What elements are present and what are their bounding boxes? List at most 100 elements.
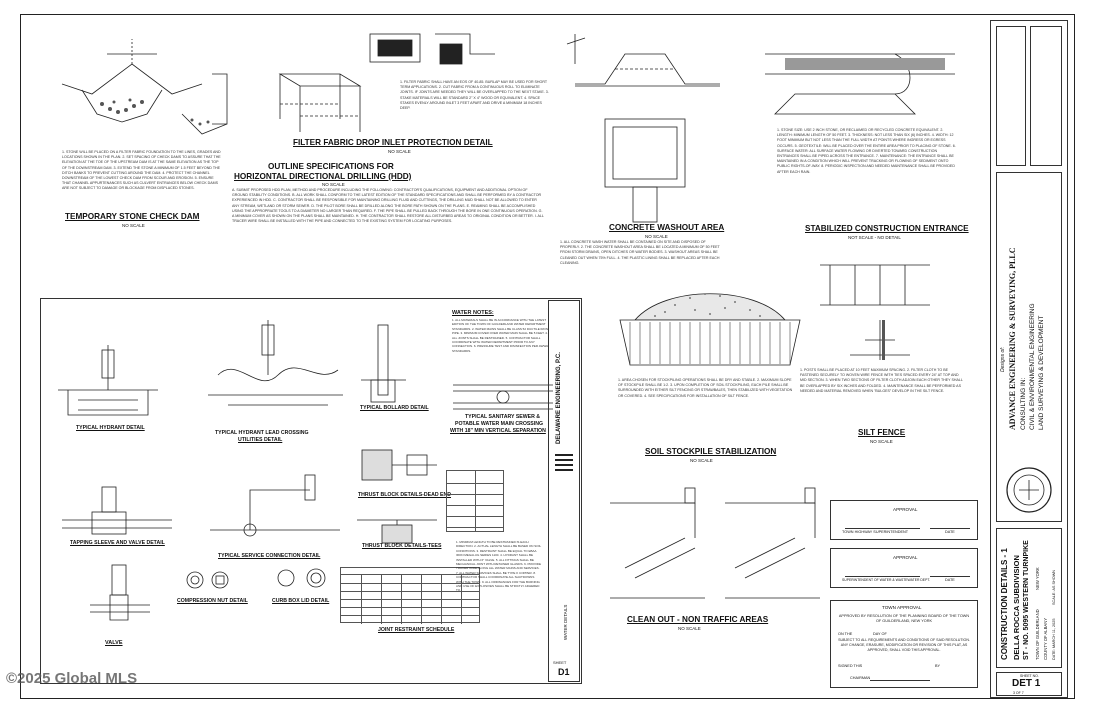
sheet-no: DET 1 <box>1012 678 1041 689</box>
concrete-washout-title: CONCRETE WASHOUT AREA <box>609 223 725 232</box>
approval-box-highway-title: APPROVAL <box>893 507 918 512</box>
title-town: TOWN OF GUILDERLAND <box>1035 609 1040 660</box>
town-approval-on: ON THE <box>838 632 853 636</box>
thrust-dead-end-title: THRUST BLOCK DETAILS-DEAD END <box>358 492 451 498</box>
title-state: NEW YORK <box>1035 567 1040 590</box>
stabilized-entrance-drawing <box>765 53 955 115</box>
compression-nut-title: COMPRESSION NUT DETAIL <box>177 598 248 604</box>
inset-company: DELAWARE ENGINEERING, P.C. <box>556 352 562 444</box>
curb-box-drawing <box>277 568 326 588</box>
compression-nut-drawing <box>186 571 229 589</box>
water-details-inset <box>40 298 582 684</box>
delaware-logo-icon <box>555 454 573 471</box>
water-notes-title: WATER NOTES: <box>452 310 494 316</box>
silt-fence-notes: 1. POSTS SHALL BE PLACED AT 10 FEET MAXI… <box>800 368 963 393</box>
company-seal-icon <box>1006 467 1052 513</box>
hdd-title-line2: HORIZONTAL DIRECTIONAL DRILLING (HDD) <box>234 172 412 181</box>
town-approval-by: BY <box>935 664 941 668</box>
stone-check-dam-title: TEMPORARY STONE CHECK DAM <box>65 212 200 221</box>
title-date: DATE: MARCH 11, 2025 <box>1052 618 1056 660</box>
hydrant-drawing <box>58 345 158 416</box>
approval-box-water-title: APPROVAL <box>893 555 918 560</box>
valve-title: VALVE <box>105 640 123 646</box>
hydrant-lead-title-1: TYPICAL HYDRANT LEAD CROSSING <box>215 430 309 436</box>
hydrant-title: TYPICAL HYDRANT DETAIL <box>76 425 145 431</box>
joint-restraint-table <box>340 567 480 624</box>
designs-of: Designs of: <box>1000 346 1006 372</box>
inset-title-strip <box>548 300 580 682</box>
concrete-washout-scale: NO SCALE <box>645 234 668 239</box>
sanitary-sewer-title-3: WITH 18" MIN VERTICAL SEPARATION <box>450 428 546 434</box>
inset-sheet-no: D1 <box>558 667 570 677</box>
title-block <box>990 20 1068 698</box>
stone-check-dam-notes: 1. STONE WILL BE PLACED ON A FILTER FABR… <box>62 150 221 191</box>
title-service-2: CIVIL & ENVIRONMENTAL ENGINEERING <box>1029 303 1036 430</box>
clean-out-scale: NO SCALE <box>678 626 701 631</box>
tapping-sleeve-drawing <box>62 486 172 535</box>
thrust-block-table <box>446 470 504 532</box>
title-service-3: LAND SURVEYING & DEVELOPMENT <box>1038 315 1045 430</box>
thrust-dead-end-drawing <box>361 449 437 481</box>
town-approval-day: DAY OF <box>873 632 887 636</box>
title-sheet-title: CONSTRUCTION DETAILS - 1 <box>1000 548 1009 660</box>
filter-fabric-notes: 1. FILTER FABRIC SHALL HAVE AN EOS OF 40… <box>400 80 549 111</box>
hydrant-lead-title-2: UTILITIES DETAIL <box>238 437 283 443</box>
approval-box-water <box>830 548 978 588</box>
town-approval-chairman: CHAIRMAN <box>850 676 871 680</box>
joint-restraint-title: JOINT RESTRAINT SCHEDULE <box>378 627 455 633</box>
town-approval-box <box>830 600 978 688</box>
revision-block <box>996 26 1026 166</box>
title-company: ADVANCE ENGINEERING & SURVEYING, PLLC <box>1008 247 1017 430</box>
approval-box-highway <box>830 500 978 540</box>
filter-fabric-drawing <box>278 33 495 132</box>
silt-fence-title: SILT FENCE <box>858 428 906 437</box>
sanitary-sewer-title-1: TYPICAL SANITARY SEWER & <box>465 414 541 420</box>
approval-box-water-date: DATE <box>945 578 955 582</box>
inset-notes-column: 1. MINIMUM LENGTH TO BE RESTRAINED IS EA… <box>456 540 542 593</box>
stone-check-dam-drawing <box>61 39 228 135</box>
bollard-title: TYPICAL BOLLARD DETAIL <box>360 405 429 411</box>
hdd-scale: NO SCALE <box>322 182 345 187</box>
clean-out-drawing <box>610 487 820 599</box>
tapping-sleeve-title: TAPPING SLEEVE AND VALVE DETAIL <box>70 540 165 546</box>
soil-stockpile-title: SOIL STOCKPILE STABILIZATION <box>645 447 777 456</box>
title-county: COUNTY OF ALBANY <box>1043 617 1048 660</box>
project-panel <box>996 528 1062 668</box>
thrust-tees-drawing <box>357 519 437 545</box>
town-approval-title: TOWN APPROVAL <box>882 605 922 610</box>
bollard-drawing <box>361 324 406 403</box>
title-service-1: CONSULTING IN: <box>1020 377 1027 430</box>
hdd-notes: A. SUBMIT PROPOSED HDD PLAN, METHOD AND … <box>232 188 544 224</box>
service-connection-title: TYPICAL SERVICE CONNECTION DETAIL <box>218 553 321 559</box>
approval-box-highway-date: DATE <box>945 530 955 534</box>
silt-fence-scale: NO SCALE <box>870 439 893 444</box>
stabilized-entrance-scale: NOT SCALE - NO DETAIL <box>848 235 901 240</box>
hydrant-lead-drawing <box>208 320 343 406</box>
sanitary-sewer-title-2: POTABLE WATER MAIN CROSSING <box>455 421 543 427</box>
filter-fabric-title: FILTER FABRIC DROP INLET PROTECTION DETA… <box>293 138 493 147</box>
revision-block-2 <box>1030 26 1062 166</box>
soil-stockpile-scale: NO SCALE <box>690 458 713 463</box>
town-approval-text: APPROVED BY RESOLUTION OF THE PLANNING B… <box>838 614 970 624</box>
title-scale: SCALE: AS SHOWN <box>1052 569 1056 605</box>
sheet-number-box <box>996 672 1062 696</box>
sheet-of: 3 OF 7 <box>1013 691 1024 695</box>
mls-watermark: ©2025 Global MLS <box>6 670 138 687</box>
company-panel <box>996 172 1062 522</box>
sheet-no-label: SHEET NO. <box>1020 674 1039 678</box>
stone-check-dam-scale: NO SCALE <box>122 223 145 228</box>
title-project: DELLA ROCCA SUBDIVISION <box>1012 555 1021 660</box>
stabilized-entrance-title: STABILIZED CONSTRUCTION ENTRANCE <box>805 224 969 233</box>
title-address: ST - NO. 5095 WESTERN TURNPIKE <box>1023 540 1030 660</box>
sanitary-sewer-drawing <box>453 384 553 410</box>
clean-out-title: CLEAN OUT - NON TRAFFIC AREAS <box>627 615 769 624</box>
concrete-washout-notes: 1. ALL CONCRETE WASH WATER SHALL BE CONT… <box>560 240 720 265</box>
town-approval-signed: SIGNED THIS <box>838 664 863 668</box>
approval-box-highway-sig: TOWN HIGHWAY SUPERINTENDENT <box>842 530 909 534</box>
concrete-washout-drawing <box>566 34 720 223</box>
town-approval-subject: SUBJECT TO ALL REQUIREMENTS AND CONDITIO… <box>838 638 970 653</box>
filter-fabric-scale: NO SCALE <box>388 149 411 154</box>
inset-water-details: WATER DETAILS <box>563 604 568 640</box>
thrust-tees-title: THRUST BLOCK DETAILS-TEES <box>362 543 442 549</box>
curb-box-title: CURB BOX LID DETAIL <box>272 598 330 604</box>
